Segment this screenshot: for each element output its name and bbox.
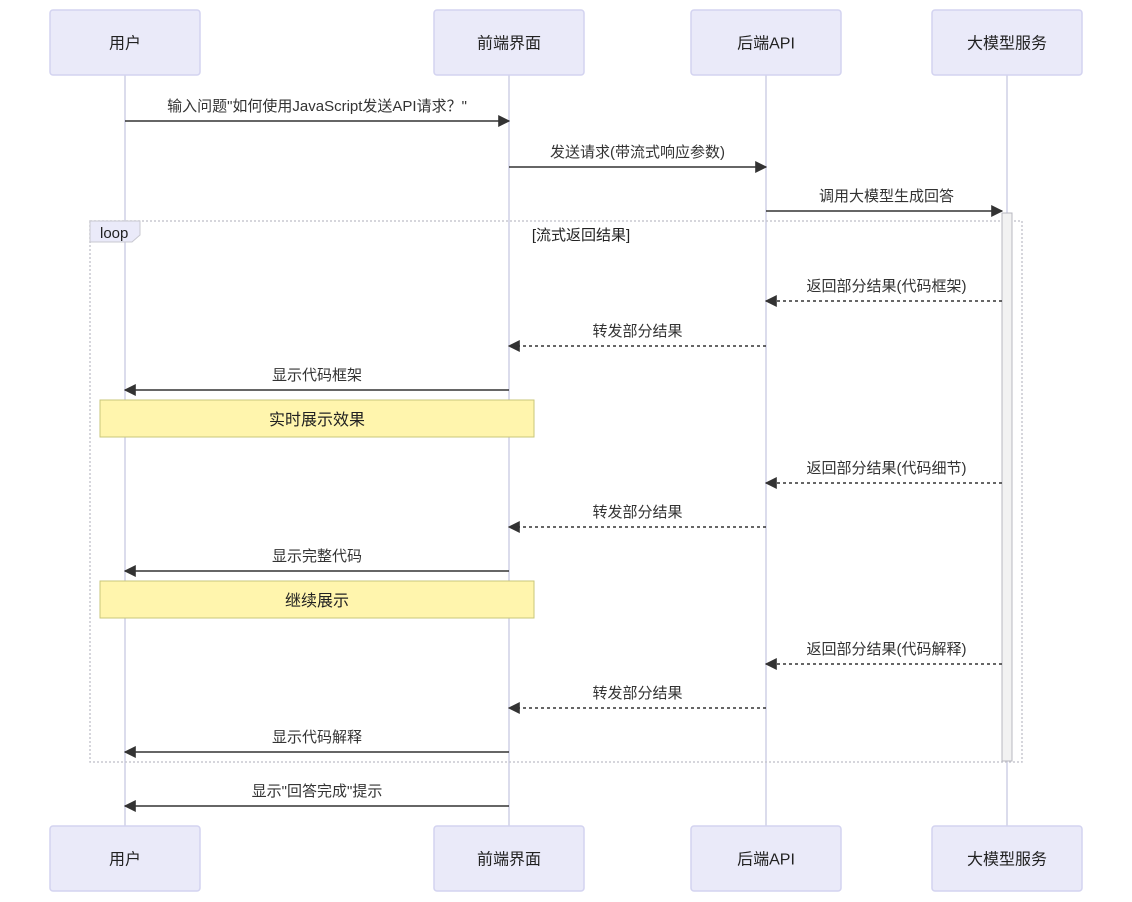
actor-box [49, 9, 201, 76]
actor-frontend-top: 前端界面 [433, 9, 585, 76]
actor-user-top: 用户 [49, 9, 201, 76]
message: 显示代码框架 [123, 367, 509, 396]
actor-box [49, 825, 201, 892]
note-box [99, 399, 535, 438]
message-label: 发送请求(带流式响应参数) [550, 143, 725, 161]
note-box [99, 580, 535, 619]
actor-backend-bottom: 后端API [690, 825, 842, 892]
actor-label: 大模型服务 [967, 851, 1047, 869]
note-1: 实时展示效果 [99, 399, 535, 438]
message-label: 显示代码框架 [272, 367, 362, 384]
note-2: 继续展示 [99, 580, 535, 619]
note-text: 继续展示 [285, 592, 349, 610]
loop-keyword: loop [100, 225, 128, 242]
message: 转发部分结果 [507, 504, 766, 533]
actor-box [433, 9, 585, 76]
actor-user-bottom: 用户 [49, 825, 201, 892]
actor-backend-top: 后端API [690, 9, 842, 76]
actor-box [690, 825, 842, 892]
note-text: 实时展示效果 [269, 411, 365, 429]
actor-label: 前端界面 [477, 35, 541, 53]
message-label: 调用大模型生成回答 [819, 188, 954, 205]
actor-llm-top: 大模型服务 [931, 9, 1083, 76]
actor-box [931, 825, 1083, 892]
loop-tab [89, 220, 141, 243]
message: 转发部分结果 [507, 323, 766, 352]
loop-border [89, 220, 1023, 763]
loop-condition: [流式返回结果] [532, 227, 630, 244]
message: 输入问题"如何使用JavaScript发送API请求？" [125, 98, 511, 127]
messages: 输入问题"如何使用JavaScript发送API请求？" 发送请求(带流式响应参数… [123, 98, 1004, 812]
message-label: 显示完整代码 [272, 548, 362, 565]
message-label: 显示"回答完成"提示 [252, 783, 383, 800]
actor-label: 大模型服务 [967, 35, 1047, 53]
message: 显示"回答完成"提示 [123, 783, 509, 812]
message-label: 返回部分结果(代码解释) [807, 641, 967, 658]
message-label: 返回部分结果(代码细节) [807, 460, 967, 477]
message-label: 返回部分结果(代码框架) [807, 278, 967, 295]
message-label: 转发部分结果 [592, 685, 682, 702]
actor-label: 用户 [109, 851, 141, 869]
message: 返回部分结果(代码细节) [764, 460, 1002, 489]
actor-label: 前端界面 [477, 851, 541, 869]
actor-frontend-bottom: 前端界面 [433, 825, 585, 892]
message: 显示代码解释 [123, 729, 509, 758]
actor-label: 后端API [737, 35, 795, 53]
message-label: 显示代码解释 [272, 729, 362, 746]
llm-activation-bar [1001, 212, 1013, 762]
message: 返回部分结果(代码框架) [764, 278, 1002, 307]
message-label: 转发部分结果 [592, 323, 682, 340]
message: 调用大模型生成回答 [766, 188, 1004, 217]
actor-llm-bottom: 大模型服务 [931, 825, 1083, 892]
actor-box [931, 9, 1083, 76]
message: 转发部分结果 [507, 685, 766, 714]
loop-frame: loop [流式返回结果] [89, 220, 1023, 763]
actor-label: 用户 [109, 35, 141, 53]
message: 返回部分结果(代码解释) [764, 641, 1002, 670]
actor-box [433, 825, 585, 892]
message-label: 输入问题"如何使用JavaScript发送API请求？" [167, 98, 467, 115]
message: 显示完整代码 [123, 548, 509, 577]
actor-label: 后端API [737, 851, 795, 869]
message: 发送请求(带流式响应参数) [509, 143, 768, 173]
actor-box [690, 9, 842, 76]
message-label: 转发部分结果 [592, 504, 682, 521]
